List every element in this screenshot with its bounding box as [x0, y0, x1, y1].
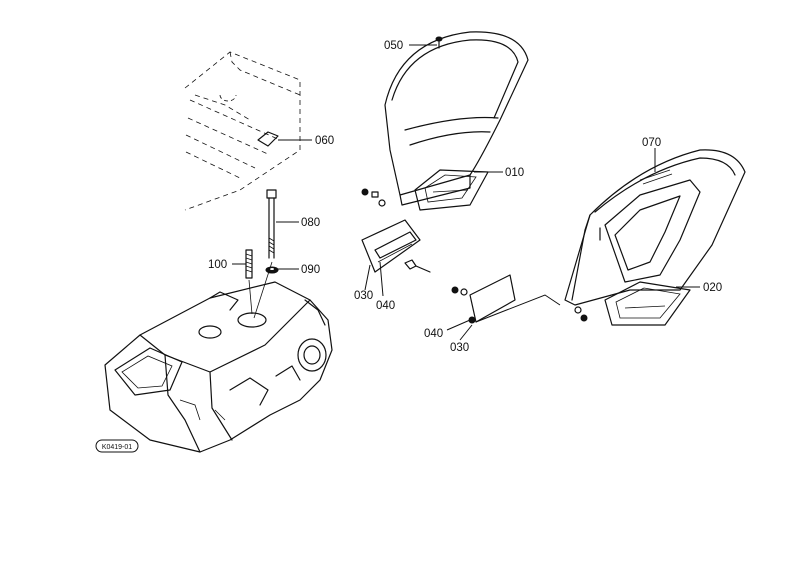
callout-100: 100: [208, 259, 227, 271]
callout-090: 090: [301, 264, 320, 276]
washer-part-090: [265, 266, 279, 274]
stud-part-100: [245, 249, 253, 279]
callout-060: 060: [315, 135, 334, 147]
drawing-code-badge: K0419-01: [95, 439, 139, 453]
bolt-part-080: [266, 189, 277, 259]
drawing-code-text: K0419-01: [102, 444, 132, 451]
callout-030-right: 030: [450, 342, 469, 354]
callout-050: 050: [384, 40, 403, 52]
callout-020: 020: [703, 282, 722, 294]
bracket-part-030-right: [451, 274, 516, 324]
pin-part-050: [435, 36, 443, 49]
callout-040-right: 040: [424, 328, 443, 340]
callout-010: 010: [505, 167, 524, 179]
fender-right-part-070: [564, 149, 746, 306]
transmission-case: [104, 261, 333, 453]
bolts-right-fender: [574, 306, 588, 322]
callout-040-left: 040: [376, 300, 395, 312]
fender-left-part-010: [384, 31, 529, 206]
callout-070: 070: [642, 137, 661, 149]
bolts-left-fender: [361, 188, 386, 207]
gasket-part-060: [257, 131, 279, 147]
step-plate-part-010: [414, 169, 489, 211]
housing-cover-outline: [184, 51, 301, 211]
leader-lines: [232, 44, 700, 341]
bracket-part-030-left: [361, 219, 431, 273]
callout-030-left: 030: [354, 290, 373, 302]
step-plate-part-020: [604, 281, 691, 326]
callout-080: 080: [301, 217, 320, 229]
linkage-line: [475, 294, 561, 323]
